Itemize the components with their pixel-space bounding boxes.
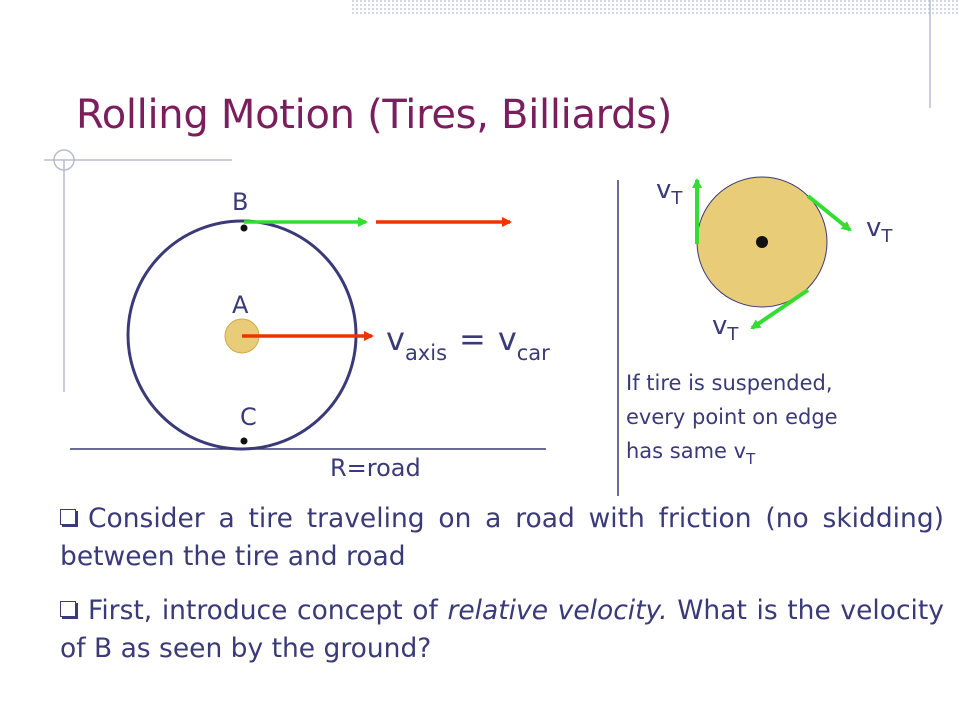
vt-arrow-right [806, 194, 852, 232]
dotted-pattern-block [352, 0, 960, 16]
template-ring [53, 149, 75, 171]
vt-bottom-main: v [712, 311, 727, 341]
point-c-dot [240, 437, 248, 445]
bullet-text-2b: What is the velocity of B as seen by the… [60, 595, 944, 664]
point-b-label: B [232, 188, 248, 216]
bullet-text-1: Consider a tire traveling on a road with… [60, 503, 944, 572]
note-line-1: If tire is suspended, [626, 371, 833, 395]
slide-title: Rolling Motion (Tires, Billiards) [76, 92, 673, 138]
bullet-box-icon [60, 509, 76, 525]
bullet-box-icon [60, 601, 76, 617]
vt-label-bottom: vT [712, 311, 739, 345]
note-line-3-subscript: T [745, 450, 756, 468]
point-c-label: C [240, 403, 257, 431]
v-car-subscript: car [517, 341, 550, 365]
v-car-main: v [498, 320, 517, 358]
vt-right-main: v [866, 213, 881, 243]
note-line-3-text: has same v [626, 439, 746, 463]
v-axis-subscript: axis [405, 341, 447, 365]
bullet-list: Consider a tire traveling on a road with… [60, 500, 944, 684]
vt-bottom-subscript: T [726, 324, 739, 345]
bullet-text-2a: First, introduce concept of [88, 595, 448, 626]
vt-arrow-bottom [750, 288, 810, 330]
bullet-item-1: Consider a tire traveling on a road with… [60, 500, 944, 576]
vt-top-main: v [656, 175, 671, 205]
equals-sign: = [459, 320, 486, 358]
bullet-text-2-emphasis: relative velocity. [447, 595, 668, 626]
suspended-center-dot [756, 236, 768, 248]
bullet-item-2: First, introduce concept of relative vel… [60, 592, 944, 668]
point-a-label: A [232, 291, 249, 319]
vt-right-subscript: T [880, 226, 893, 247]
note-line-2: every point on edge [626, 405, 838, 429]
vt-top-subscript: T [670, 188, 683, 209]
v-axis-main: v [386, 320, 405, 358]
note-line-3: has same vT [626, 439, 756, 468]
vt-label-right: vT [866, 213, 893, 247]
point-b-dot [240, 224, 248, 232]
vt-label-top: vT [656, 175, 683, 209]
v-axis-equation: vaxis=vcar [386, 320, 550, 365]
road-label: R=road [330, 454, 421, 482]
